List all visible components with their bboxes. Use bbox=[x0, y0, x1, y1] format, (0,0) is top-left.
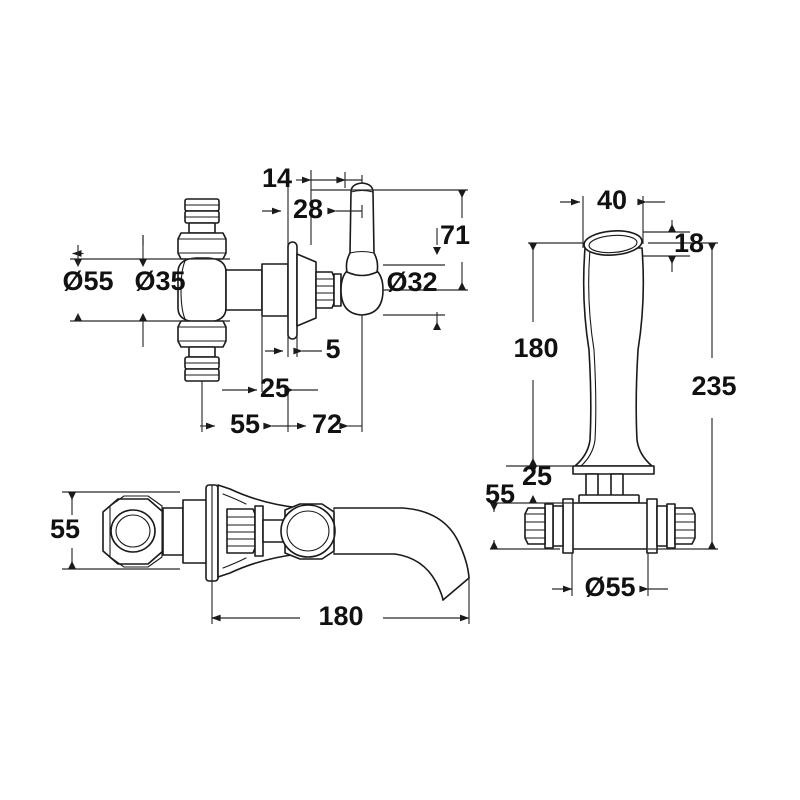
valve-neck bbox=[225, 263, 289, 317]
dim-label-55-view2: 55 bbox=[50, 514, 80, 544]
lower-compression-fitting bbox=[177, 320, 227, 382]
dimension-55-view3: 55 bbox=[485, 479, 515, 549]
dimension-55-view1: 55 bbox=[200, 409, 290, 439]
dimension-25-view1: 25 bbox=[222, 373, 318, 403]
spout-base-flange bbox=[572, 465, 655, 475]
dim-label-28: 28 bbox=[293, 194, 323, 224]
upper-compression-fitting bbox=[177, 198, 227, 260]
rear-hex-nut bbox=[102, 495, 164, 568]
right-compression-fitting bbox=[656, 503, 696, 549]
dim-label-40: 40 bbox=[597, 185, 627, 215]
dim-label-18: 18 bbox=[674, 228, 704, 258]
right-view: 1/2 bbox=[485, 185, 737, 602]
dim-label-71: 71 bbox=[440, 220, 470, 250]
dimension-extension-lines-view1 bbox=[201, 170, 438, 432]
dimension-25-view3: 25 bbox=[522, 461, 552, 503]
dimension-28: 28 bbox=[262, 194, 362, 224]
spout-arm bbox=[333, 507, 470, 601]
left-compression-fitting bbox=[524, 503, 564, 549]
dim-label-d35: Ø35 bbox=[134, 266, 185, 296]
dim-label-d55-valve: Ø55 bbox=[62, 266, 113, 296]
dim-label-14: 14 bbox=[262, 163, 292, 193]
wall-plate bbox=[287, 241, 298, 340]
lever-handle bbox=[340, 182, 384, 316]
dimension-14: 14 bbox=[262, 163, 362, 193]
dimension-235: 235 bbox=[691, 243, 737, 549]
dimension-18: 18 bbox=[668, 220, 704, 272]
dimension-d55-top-left: Ø55 bbox=[62, 245, 230, 322]
dim-label-55-view1: 55 bbox=[230, 409, 260, 439]
wall-plate-plan bbox=[205, 484, 219, 582]
dim-label-d55-view3: Ø55 bbox=[584, 572, 635, 602]
dim-label-180-view3: 180 bbox=[513, 333, 558, 363]
dimension-40: 40 bbox=[560, 185, 665, 215]
handle-boss-plan bbox=[280, 503, 336, 560]
top-left-view: Ø55 Ø35 bbox=[62, 163, 470, 439]
dimension-d55-view3: Ø55 bbox=[552, 572, 668, 602]
dimension-180-view2: 180 bbox=[211, 578, 470, 631]
dimension-180-view3: 180 bbox=[513, 243, 559, 466]
spout-spindle-hardware bbox=[226, 505, 286, 557]
dimension-71: 71 bbox=[311, 189, 470, 291]
bottom-left-view: 55 180 bbox=[50, 484, 470, 631]
dimension-5: 5 bbox=[265, 334, 341, 364]
dimension-d32: Ø32 bbox=[383, 247, 445, 330]
dim-label-235: 235 bbox=[691, 371, 736, 401]
dim-label-25-view1: 25 bbox=[260, 373, 290, 403]
dim-label-25-view3: 25 bbox=[522, 461, 552, 491]
dim-label-d32: Ø32 bbox=[386, 267, 437, 297]
valve-tee-body bbox=[562, 498, 658, 554]
dim-label-55-view3: 55 bbox=[485, 479, 515, 509]
dimension-72: 72 bbox=[290, 315, 363, 439]
dim-label-180-view2: 180 bbox=[318, 601, 363, 631]
dim-label-5: 5 bbox=[325, 334, 340, 364]
dimension-d35: Ø35 bbox=[134, 235, 186, 347]
spout-opening bbox=[583, 230, 643, 256]
dimension-55-view2: 55 bbox=[50, 491, 180, 570]
dim-label-72: 72 bbox=[312, 409, 342, 439]
